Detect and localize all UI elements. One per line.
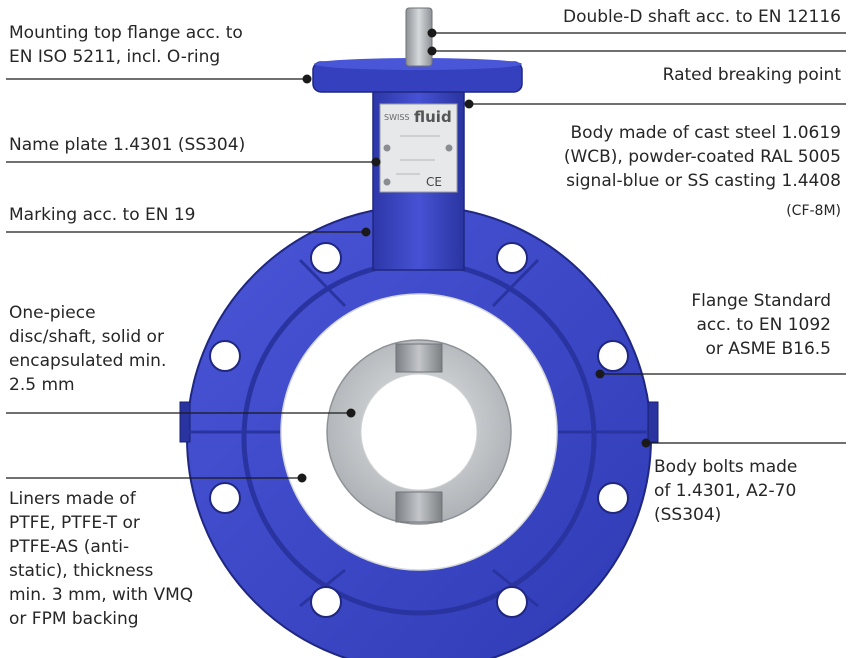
label-liners: Liners made of PTFE, PTFE-T or PTFE-AS (…	[9, 487, 193, 631]
plate-brand-left: SWISS	[384, 113, 410, 122]
shaft	[405, 7, 433, 67]
label-bolts-line: of 1.4301, A2-70	[654, 481, 797, 501]
label-flange-standard-line: or ASME B16.5	[705, 339, 831, 359]
plate-ce-mark: CE	[426, 175, 442, 189]
label-top-flange: Mounting top flange acc. to EN ISO 5211,…	[9, 21, 243, 69]
label-body-line: (WCB), powder-coated RAL 5005	[563, 147, 841, 167]
label-disc: One-piece disc/shaft, solid or encapsula…	[9, 301, 166, 397]
label-bolts-line: Body bolts made	[654, 457, 798, 477]
label-liners-line: PTFE, PTFE-T or	[9, 513, 140, 533]
label-top-flange-line: Mounting top flange acc. to	[9, 23, 243, 43]
label-shaft: Double-D shaft acc. to EN 12116	[562, 7, 841, 27]
bolt-holes	[209, 242, 629, 618]
label-top-flange-line: EN ISO 5211, incl. O-ring	[9, 47, 221, 67]
label-disc-line: One-piece	[9, 303, 96, 323]
name-plate: SWISS fluid CE	[379, 103, 458, 193]
disc	[326, 339, 512, 525]
label-disc-line: disc/shaft, solid or	[9, 327, 164, 347]
label-body-note: (CF-8M)	[786, 203, 841, 219]
label-flange-standard: Flange Standard acc. to EN 1092 or ASME …	[691, 289, 831, 361]
label-liners-line: min. 3 mm, with VMQ	[9, 585, 194, 605]
label-name-plate: Name plate 1.4301 (SS304)	[9, 135, 246, 155]
label-body-line: signal-blue or SS casting 1.4408	[566, 171, 841, 191]
label-body: Body made of cast steel 1.0619 (WCB), po…	[564, 121, 841, 193]
label-liners-line: or FPM backing	[9, 609, 139, 629]
label-liners-line: static), thickness	[9, 561, 154, 581]
label-disc-line: 2.5 mm	[9, 375, 75, 395]
plate-brand-right: fluid	[414, 108, 452, 126]
label-liners-line: PTFE-AS (anti-	[9, 537, 130, 557]
label-flange-standard-line: acc. to EN 1092	[696, 315, 831, 335]
label-breaking-point: Rated breaking point	[662, 65, 841, 85]
leader-lines	[6, 28, 846, 483]
label-marking: Marking acc. to EN 19	[9, 205, 196, 225]
label-disc-line: encapsulated min.	[9, 351, 167, 371]
label-liners-line: Liners made of	[9, 489, 136, 509]
label-bolts-line: (SS304)	[654, 505, 722, 525]
label-bolts: Body bolts made of 1.4301, A2-70 (SS304)	[654, 455, 797, 527]
label-flange-standard-line: Flange Standard	[691, 291, 831, 311]
label-body-line: Body made of cast steel 1.0619	[570, 123, 841, 143]
